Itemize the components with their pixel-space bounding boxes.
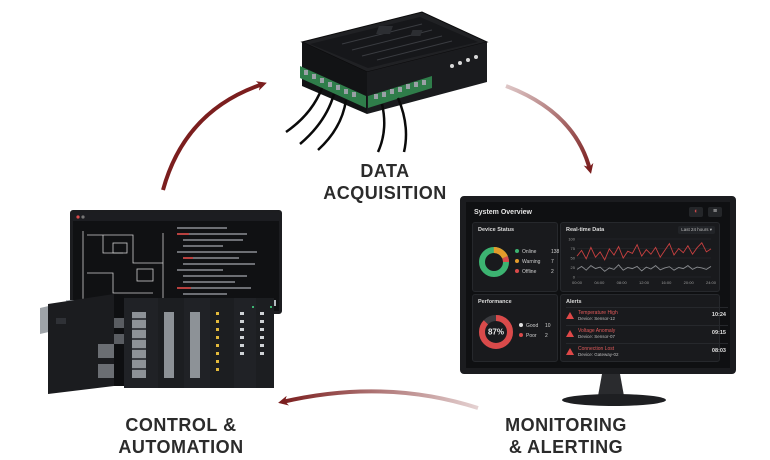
x-tick-label: 16:00 xyxy=(661,280,672,285)
y-tick-label: 75 xyxy=(571,246,576,251)
realtime-line-chart: 100 75 50 25 000:00 04:00 08:00 12:00 16:00 20:00… xyxy=(568,237,717,286)
arrow-acquisition-to-monitoring xyxy=(505,84,594,174)
warning-icon xyxy=(566,348,574,355)
performance-percent: 87% xyxy=(488,328,504,337)
label-data-acquisition: DATA ACQUISITION xyxy=(323,161,447,203)
monitor-stand xyxy=(562,374,666,406)
alert-item[interactable]: Connection Lost Device: Gateway-02 08:03 xyxy=(566,343,728,360)
x-tick-label: 20:00 xyxy=(684,280,695,285)
x-tick-label: 08:00 xyxy=(617,280,628,285)
dashboard-screen: System Overview ◐ ≡ Device Status Online… xyxy=(460,196,736,374)
alert-item[interactable]: Temperature High Device: Sensor-12 10:24 xyxy=(566,307,728,324)
x-tick-label: 00:00 xyxy=(572,280,583,285)
y-tick-label: 50 xyxy=(571,256,576,261)
time-range-select[interactable]: Last 24 hours ▾ xyxy=(678,226,715,234)
notifications-icon[interactable]: ◐ xyxy=(689,207,704,217)
y-tick-label: 100 xyxy=(568,237,575,242)
control-automation-plc xyxy=(38,208,288,408)
x-tick-label: 04:00 xyxy=(594,280,605,285)
plc-rack-illustration xyxy=(40,294,276,394)
y-tick-label: 0 xyxy=(573,275,576,280)
ladder-logic-code-illustration xyxy=(73,213,279,299)
warning-icon xyxy=(566,330,574,337)
series-line-secondary xyxy=(576,264,712,272)
monitoring-display: System Overview ◐ ≡ Device Status Online… xyxy=(452,190,742,410)
y-tick-label: 25 xyxy=(571,265,576,270)
data-acquisition-module xyxy=(282,4,492,154)
warning-icon xyxy=(566,312,574,319)
arrow-control-to-acquisition xyxy=(161,81,267,191)
x-tick-label: 24:00 xyxy=(706,280,717,285)
performance-gauge: 87% xyxy=(479,315,513,349)
alerts-card: Alerts Temperature High Device: Sensor-1… xyxy=(560,294,728,362)
series-line-primary xyxy=(576,242,712,261)
menu-icon[interactable]: ≡ xyxy=(708,207,722,217)
arrow-monitoring-to-control xyxy=(278,389,479,410)
device-status-donut xyxy=(479,247,509,277)
label-control-automation: CONTROL & AUTOMATION xyxy=(118,415,244,457)
dashboard-title: System Overview xyxy=(474,209,532,216)
x-tick-label: 12:00 xyxy=(639,280,650,285)
daq-device-illustration xyxy=(285,11,489,153)
label-monitoring-alerting: MONITORING & ALERTING xyxy=(505,415,627,457)
alert-item[interactable]: Voltage Anomaly Device: Sensor-07 09:15 xyxy=(566,325,728,342)
